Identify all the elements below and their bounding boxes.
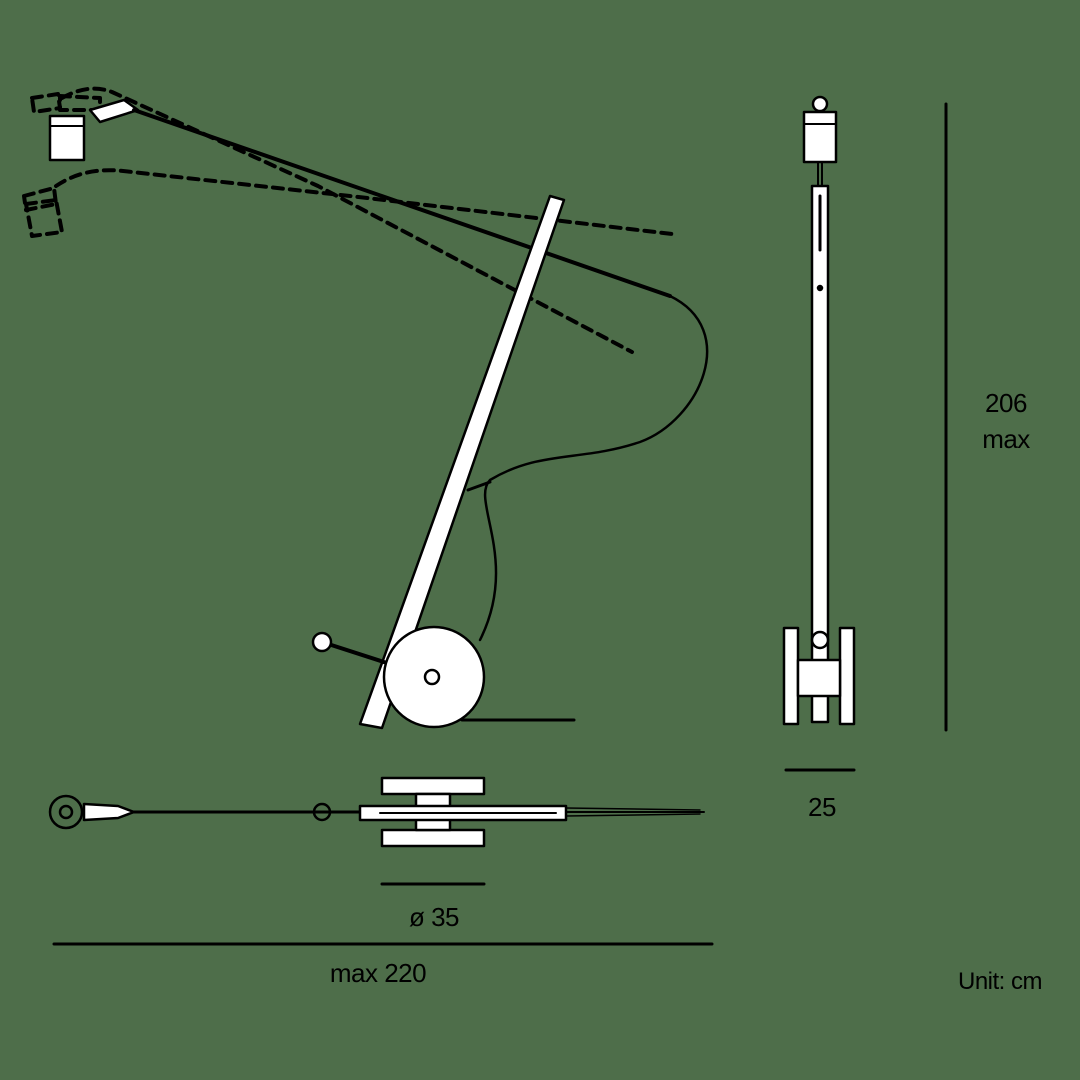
arm-alt-positions-dashed — [22, 86, 674, 354]
front-counterweight — [810, 630, 830, 650]
front-view — [782, 95, 948, 772]
top-counterweight-knob — [312, 802, 332, 822]
front-lamp-head — [802, 110, 838, 164]
front-pole — [810, 184, 830, 724]
wheel-axle — [423, 668, 441, 686]
unit-label: Unit: cm — [958, 968, 1043, 995]
front-width-label: 25 — [808, 792, 836, 822]
height-suffix-label: max — [982, 424, 1030, 454]
lamp-head — [48, 114, 86, 162]
front-wheel-right — [838, 626, 856, 726]
counterweight-rod — [320, 640, 392, 666]
base-diameter-label: ø 35 — [408, 902, 460, 932]
head-joint — [88, 98, 140, 124]
top-head-ring — [48, 794, 84, 830]
height-value-label: 206 — [985, 388, 1027, 418]
power-cable — [478, 294, 709, 642]
lamp-arm — [132, 108, 672, 298]
counterweight-knob — [311, 631, 333, 653]
top-wheel-lower — [380, 828, 486, 848]
front-wheel-left — [782, 626, 800, 726]
top-view — [48, 776, 714, 946]
top-head-joint — [82, 802, 136, 822]
top-wheel-upper — [380, 776, 486, 796]
lamp-pole — [358, 194, 566, 730]
side-view — [22, 86, 709, 730]
reach-label: max 220 — [329, 958, 427, 988]
